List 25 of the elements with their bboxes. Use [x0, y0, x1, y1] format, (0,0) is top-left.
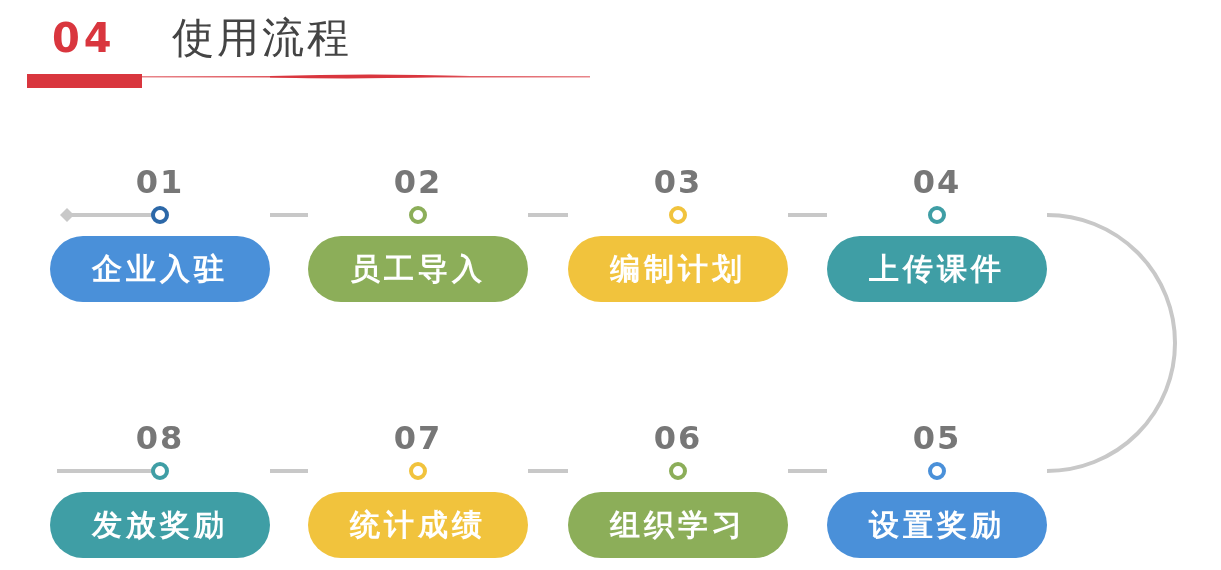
- step-number: 05: [911, 420, 963, 456]
- track-line: [528, 213, 568, 217]
- step-pill: 员工导入: [308, 236, 528, 302]
- step-pill: 上传课件: [827, 236, 1047, 302]
- step-number: 01: [134, 164, 186, 200]
- step-pill: 设置奖励: [827, 492, 1047, 558]
- track-line: [528, 469, 568, 473]
- section-number: 04: [52, 14, 116, 63]
- step-number: 04: [911, 164, 963, 200]
- track-line: [788, 213, 827, 217]
- track-line: [270, 469, 308, 473]
- step-pill: 编制计划: [568, 236, 788, 302]
- step-number: 08: [134, 420, 186, 456]
- step-pill: 发放奖励: [50, 492, 270, 558]
- track-line: [788, 469, 827, 473]
- step-pill: 组织学习: [568, 492, 788, 558]
- track-line: [1045, 213, 1177, 473]
- track-line: [270, 213, 308, 217]
- step-pill: 企业入驻: [50, 236, 270, 302]
- title: 使用流程: [172, 12, 352, 64]
- step-number: 03: [652, 164, 704, 200]
- step-pill: 统计成绩: [308, 492, 528, 558]
- step-number: 02: [392, 164, 444, 200]
- step-number: 07: [392, 420, 444, 456]
- step-number: 06: [652, 420, 704, 456]
